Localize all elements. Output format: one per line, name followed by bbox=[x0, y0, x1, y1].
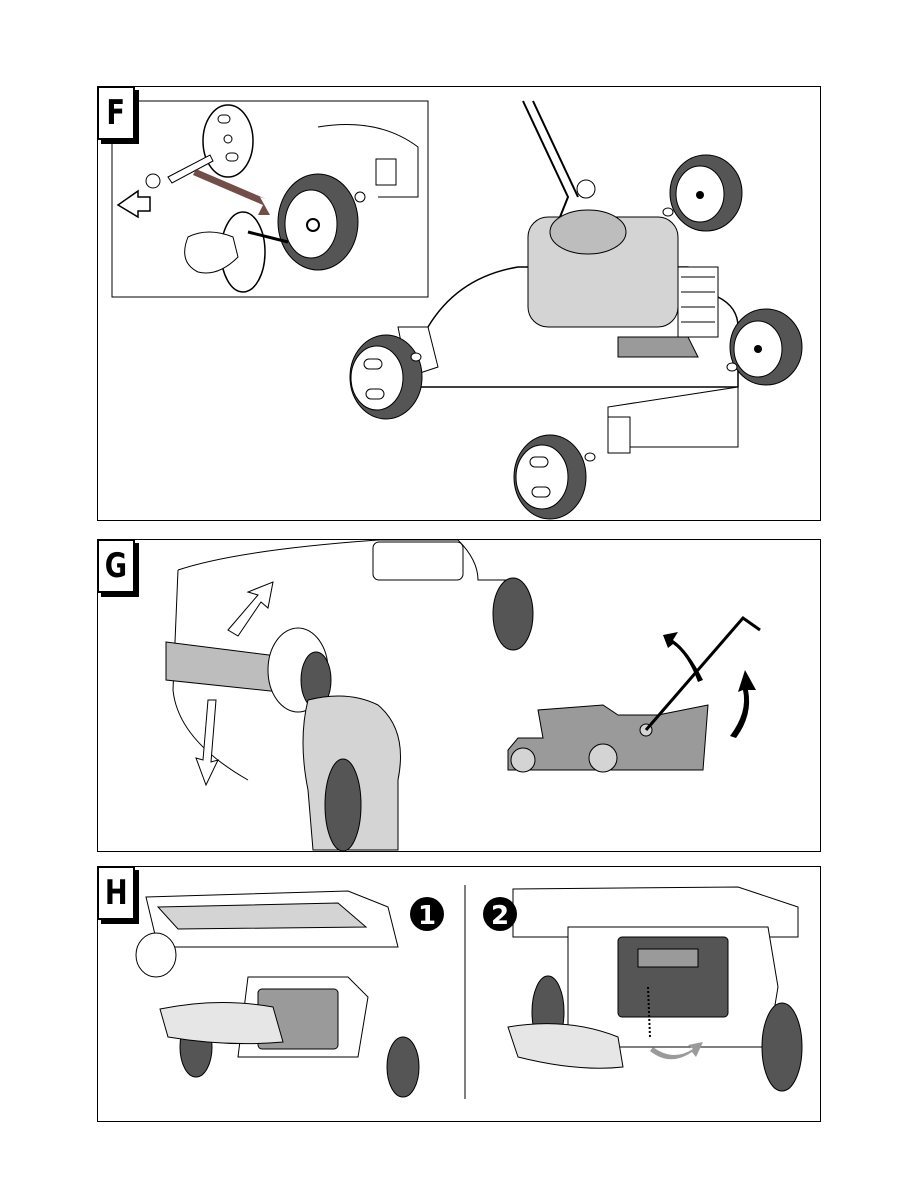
panel-g: G bbox=[97, 539, 821, 852]
step-1-illustration bbox=[136, 891, 419, 1097]
step-2-number: 2 bbox=[491, 901, 509, 931]
panel-letter: F bbox=[107, 96, 126, 130]
step-1-number: 1 bbox=[418, 901, 436, 931]
wheel-icon bbox=[663, 155, 742, 231]
panel-letter: G bbox=[105, 549, 127, 583]
panel-label-h: H bbox=[97, 866, 135, 920]
arrow-icon bbox=[730, 670, 756, 738]
panel-g-illustration bbox=[98, 540, 822, 853]
arrow-icon bbox=[663, 632, 703, 682]
wheel-icon bbox=[514, 435, 595, 519]
panel-h: 1 2 H bbox=[97, 866, 821, 1122]
wheel-icon bbox=[387, 1037, 419, 1097]
wheel-icon bbox=[325, 759, 361, 851]
wheel-icon bbox=[762, 1003, 802, 1091]
panel-f-illustration bbox=[98, 87, 822, 522]
nut-icon bbox=[146, 174, 160, 188]
panel-label-g: G bbox=[97, 539, 135, 593]
wheel-icon bbox=[511, 748, 535, 772]
height-diagram bbox=[508, 618, 760, 772]
wheel-icon bbox=[493, 578, 533, 650]
wheel-icon bbox=[589, 744, 617, 772]
panel-h-illustration: 1 2 bbox=[98, 867, 822, 1123]
panel-letter: H bbox=[105, 876, 128, 910]
arrow-icon bbox=[228, 582, 273, 636]
bracket-icon bbox=[376, 159, 396, 185]
washer-icon bbox=[355, 192, 365, 202]
step-2-illustration bbox=[508, 887, 802, 1091]
mower-icon bbox=[398, 101, 738, 453]
hand-icon bbox=[160, 1002, 283, 1043]
wheel-icon bbox=[350, 335, 422, 419]
panel-label-f: F bbox=[97, 86, 135, 140]
inset-box bbox=[112, 101, 428, 297]
panel-f: F bbox=[97, 86, 821, 521]
